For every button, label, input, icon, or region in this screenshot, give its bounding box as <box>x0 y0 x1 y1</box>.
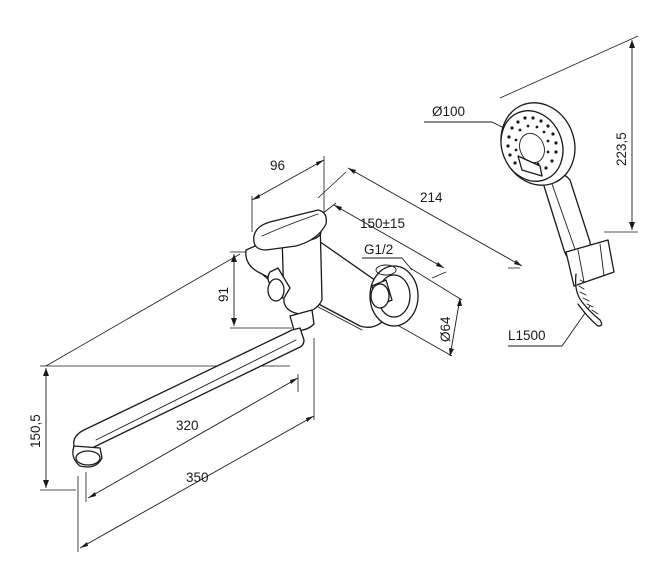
label-spout-reach-outer: 350 <box>186 470 209 485</box>
label-hose-length: L1500 <box>508 328 546 343</box>
label-connection-thread: G1/2 <box>364 242 393 257</box>
label-showerhead-diameter: Ø100 <box>432 104 465 119</box>
label-overall-depth: 214 <box>420 190 443 205</box>
label-spout-reach-inner: 320 <box>176 418 199 433</box>
label-handshower-length: 223,5 <box>614 132 629 166</box>
dimension-lines <box>40 35 639 552</box>
rosette <box>369 264 419 327</box>
label-spout-height: 150,5 <box>28 414 43 448</box>
mixer-body <box>245 209 396 332</box>
hand-shower <box>500 102 615 327</box>
label-rosette-diameter: Ø64 <box>438 316 453 342</box>
spout <box>72 327 305 468</box>
arrowheads <box>43 40 635 548</box>
dimension-labels: 96 214 150±15 G1/2 91 Ø64 320 350 150,5 … <box>28 104 629 485</box>
label-handle-width: 96 <box>270 158 285 173</box>
label-center-distance: 150±15 <box>360 216 405 231</box>
label-body-height: 91 <box>216 287 231 302</box>
